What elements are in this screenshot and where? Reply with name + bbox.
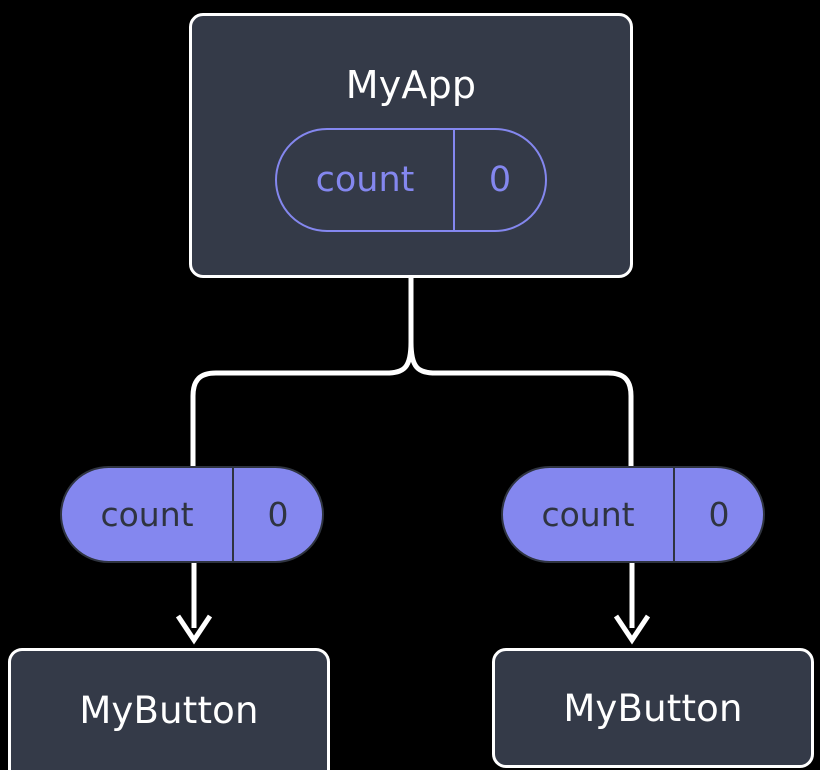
state-pill-left[interactable]: count 0 [60, 466, 324, 563]
component-box-mybutton-left[interactable]: MyButton [8, 648, 330, 770]
arrow-head-left-icon [175, 614, 213, 645]
arrow-head-right-icon [613, 614, 651, 645]
connector-branch-right [408, 339, 634, 469]
connector-branch-left [190, 339, 414, 469]
state-pill-root[interactable]: count 0 [275, 128, 547, 232]
state-pill-root-value: 0 [453, 130, 545, 230]
component-label-mybutton-left: MyButton [79, 689, 259, 732]
state-pill-left-key: count [100, 495, 194, 534]
state-pill-root-key: count [315, 159, 415, 200]
state-pill-right[interactable]: count 0 [501, 466, 765, 563]
component-label-mybutton-right: MyButton [563, 686, 743, 730]
component-label-myapp: MyApp [345, 63, 477, 107]
state-pill-right-key: count [541, 495, 635, 534]
state-pill-left-value: 0 [232, 468, 322, 561]
component-box-mybutton-right[interactable]: MyButton [492, 648, 814, 768]
state-pill-right-value: 0 [673, 468, 763, 561]
